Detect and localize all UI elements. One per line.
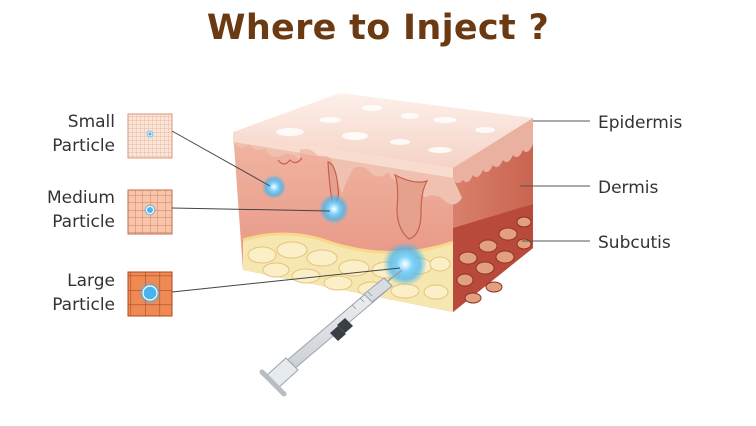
label-dermis: Dermis xyxy=(598,178,659,198)
label-large-line2: Particle xyxy=(52,295,115,315)
page-title: Where to Inject ? xyxy=(206,8,550,48)
skin-block-side-face xyxy=(453,118,533,312)
small-particle-icon xyxy=(127,113,173,159)
label-epidermis: Epidermis xyxy=(598,113,683,133)
large-particle-glow xyxy=(383,242,427,286)
syringe-icon xyxy=(259,269,403,397)
large-particle-icon xyxy=(127,271,173,317)
label-large-line1: Large xyxy=(67,271,115,291)
label-small-line2: Particle xyxy=(52,136,115,156)
label-small-line1: Small xyxy=(67,112,115,132)
layer-leader-lines xyxy=(520,120,590,242)
medium-particle-glow xyxy=(319,194,349,224)
label-medium-line2: Particle xyxy=(52,212,115,232)
label-small-particle: Small Particle xyxy=(15,110,115,158)
particle-leader-lines xyxy=(171,130,401,293)
label-medium-line1: Medium xyxy=(47,188,115,208)
label-subcutis: Subcutis xyxy=(598,233,671,253)
skin-block-top-face xyxy=(233,93,533,168)
medium-particle-icon xyxy=(127,189,173,235)
label-medium-particle: Medium Particle xyxy=(15,186,115,234)
small-particle-glow xyxy=(262,175,286,199)
label-large-particle: Large Particle xyxy=(15,269,115,317)
